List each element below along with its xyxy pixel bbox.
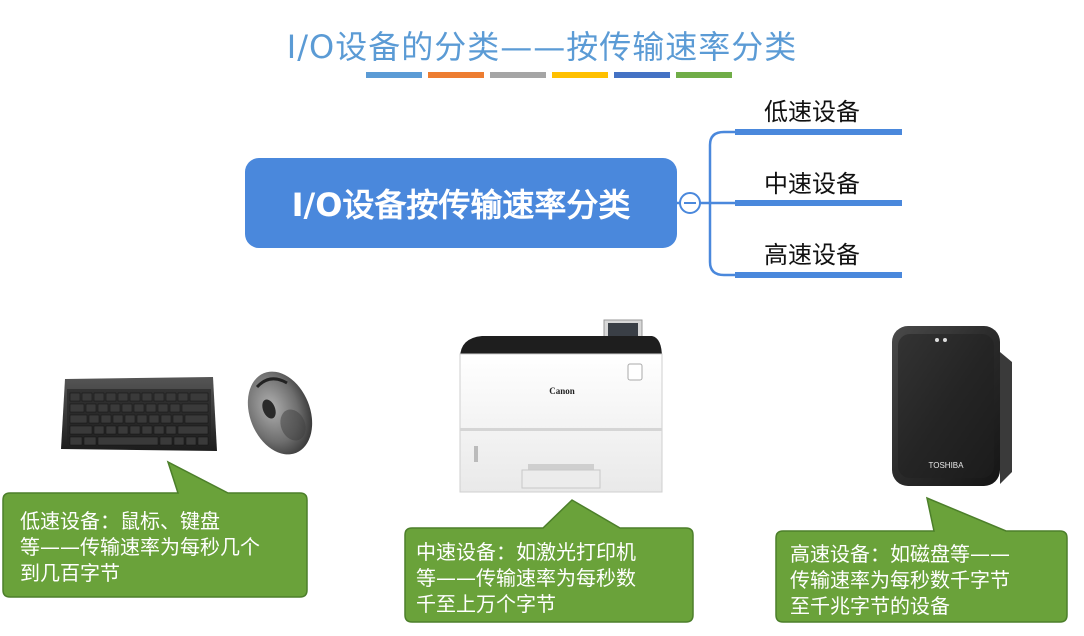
callout-high-speed: 高速设备：如磁盘等—— 传输速率为每秒数千字节 至千兆字节的设备 [790,541,1062,619]
callout-medium-speed: 中速设备：如激光打印机 等——传输速率为每秒数 千至上万个字节 [416,539,686,617]
callout-low-speed: 低速设备：鼠标、键盘 等——传输速率为每秒几个 到几百字节 [20,508,300,586]
